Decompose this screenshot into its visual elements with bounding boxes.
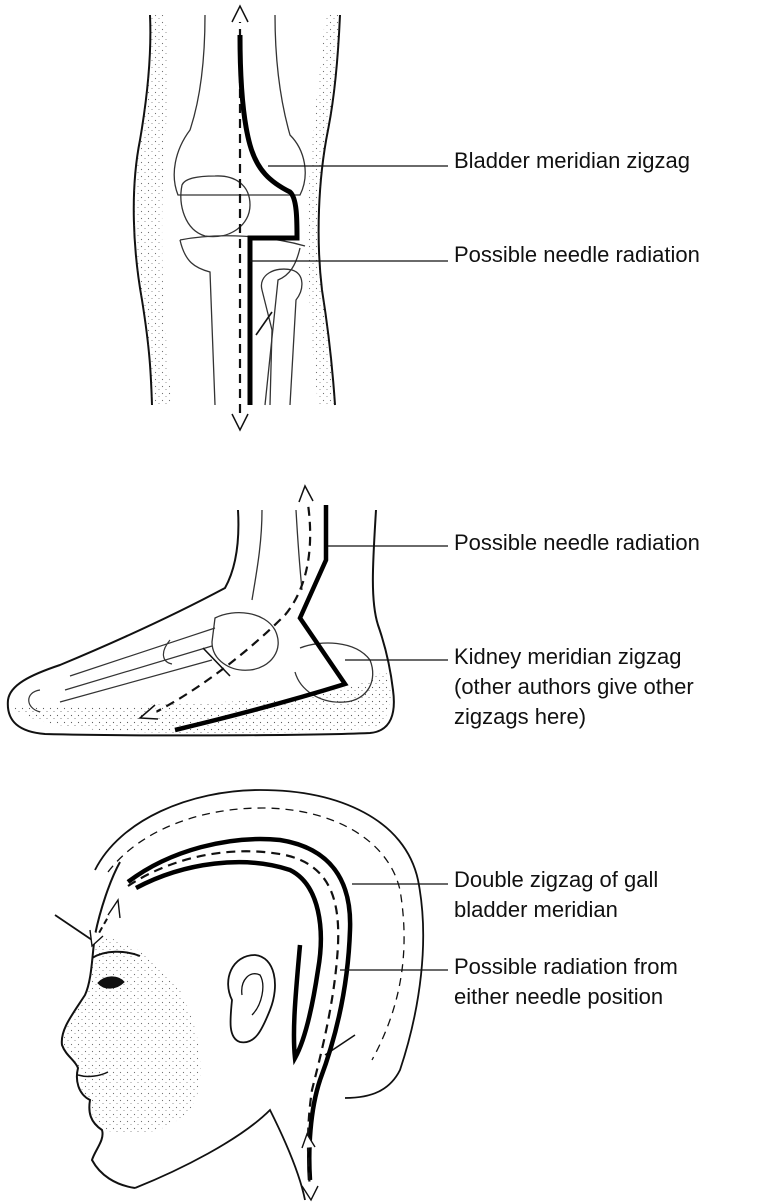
foot-panel <box>8 486 448 735</box>
head-ear-inner <box>242 974 263 1015</box>
label-possible-radiation-line2: either needle position <box>454 983 663 1010</box>
head-arrow-neck-up <box>302 1134 315 1148</box>
knee-panel <box>134 6 448 430</box>
label-double-zigzag-line1: Double zigzag of gall <box>454 866 658 893</box>
foot-metatarsals <box>29 628 215 712</box>
head-panel <box>55 790 448 1200</box>
label-possible-radiation-line1: Possible radiation from <box>454 953 678 980</box>
foot-arrow-up <box>299 486 313 502</box>
label-foot-possible-needle-radiation: Possible needle radiation <box>454 529 700 556</box>
foot-tarsals <box>212 613 278 671</box>
label-knee-possible-needle-radiation: Possible needle radiation <box>454 241 700 268</box>
label-double-zigzag-line2: bladder meridian <box>454 896 618 923</box>
label-other-authors-line: (other authors give other <box>454 673 694 700</box>
label-zigzags-here-line: zigzags here) <box>454 703 586 730</box>
head-face-shading <box>64 935 201 1134</box>
foot-dashed-radiation <box>150 492 310 715</box>
knee-shading-right <box>308 15 340 405</box>
knee-arrow-down <box>232 414 248 430</box>
head-ear <box>228 955 275 1042</box>
head-arrow-temple-up <box>108 900 120 918</box>
label-kidney-meridian-zigzag: Kidney meridian zigzag <box>454 643 681 670</box>
knee-shading-left <box>134 15 172 405</box>
knee-bladder-zigzag <box>240 35 297 405</box>
knee-arrow-up <box>232 6 248 22</box>
knee-needle <box>256 312 272 335</box>
foot-tibia <box>252 510 302 600</box>
foot-needle <box>203 648 230 676</box>
label-bladder-meridian-zigzag: Bladder meridian zigzag <box>454 147 690 174</box>
head-needle-front <box>55 915 92 940</box>
